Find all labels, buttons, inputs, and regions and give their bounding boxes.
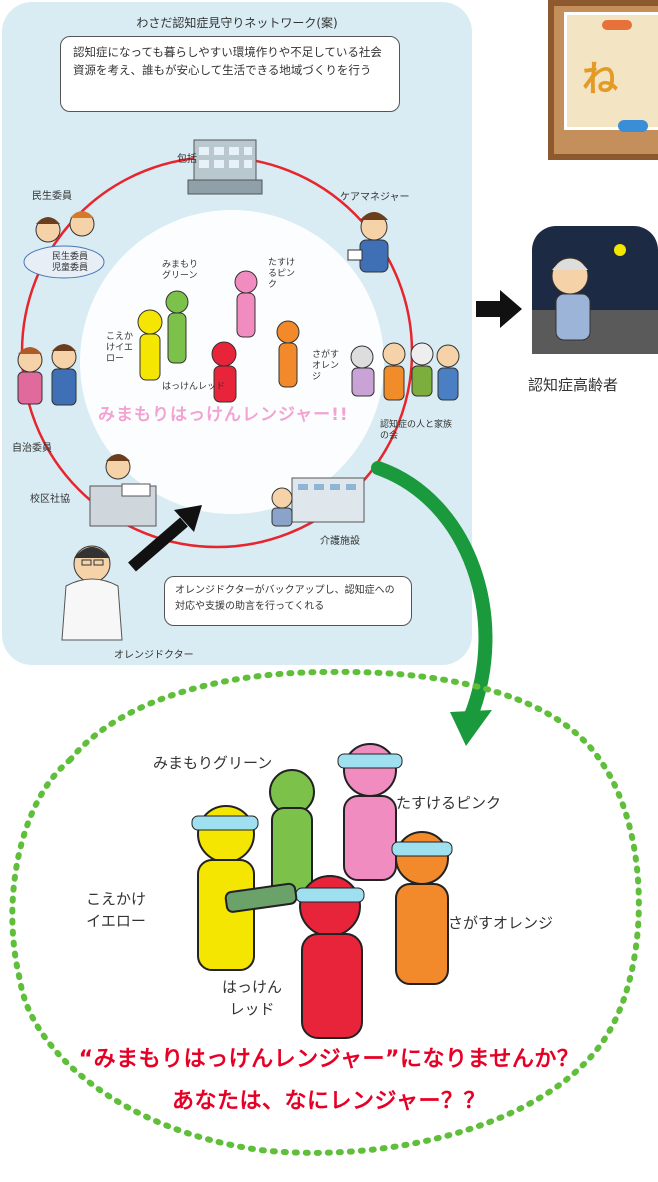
node-label-family: 認知症の人と家族の会 <box>380 420 453 441</box>
network-title: わさだ認知症見守りネットワーク(案) <box>136 16 338 30</box>
inner-label-orange: さがすオレンジ <box>312 350 340 382</box>
care-facility-icon <box>271 477 365 527</box>
ranger-label-yellow-line1: こえかけ <box>86 890 147 908</box>
elder-label: 認知症高齢者 <box>528 376 619 394</box>
ranger-mini-cluster <box>137 270 300 403</box>
node-label-self-gov: 自治委員 <box>12 443 52 454</box>
inner-label-red: はっけんレッド <box>162 382 226 392</box>
arrow-to-elder-icon <box>476 290 522 328</box>
node-label-welfare-sub1: 民生委員 <box>52 252 89 262</box>
sign-decoration <box>602 20 632 30</box>
ranger-label-yellow-line2: イエロー <box>86 912 146 930</box>
node-label-center: 包括 <box>177 154 197 165</box>
node-label-doctor: オレンジドクター <box>114 650 194 661</box>
network-diagram <box>17 139 460 641</box>
ranger-label-red: はっけん レッド <box>222 976 282 1020</box>
slogan-line1: “みまもりはっけんレンジャー”になりませんか？ <box>78 1047 580 1072</box>
mission-box: 認知症になっても暮らしやすい環境作りや不足している社会資源を考え、誰もが安心して… <box>60 36 400 112</box>
ranger-label-pink: たすけるピンク <box>396 794 502 812</box>
ranger-label-red-line1: はっけん <box>222 978 283 996</box>
support-arrow <box>128 505 202 572</box>
care-manager-icon <box>347 212 389 273</box>
network-panel: わさだ認知症見守りネットワーク(案) 認知症になっても暮らしやすい環境作りや不足… <box>2 2 472 665</box>
doctor-note-box: オレンジドクターがバックアップし、認知症への対応や支援の助言を行ってくれる <box>164 576 412 626</box>
ranger-label-red-line2: レッド <box>229 1000 275 1018</box>
sign-glyph: ね <box>582 59 619 100</box>
inner-label-green: みまもりグリーン <box>162 260 199 281</box>
doctor-icon <box>61 545 123 641</box>
rangers-banner: みまもりはっけんレンジャー!! <box>98 405 349 425</box>
self-government-icon <box>17 344 77 406</box>
sign-decoration <box>618 120 648 132</box>
school-council-icon <box>89 454 157 527</box>
node-label-school: 校区社協 <box>30 494 70 505</box>
inner-label-pink: たすけるピンク <box>268 258 296 290</box>
node-label-welfare: 民生委員 <box>32 191 72 202</box>
node-label-welfare-sub2: 児童委員 <box>52 263 89 273</box>
ranger-label-yellow: こえかけ イエロー <box>86 888 146 932</box>
ranger-label-orange: さがすオレンジ <box>448 914 554 932</box>
welfare-committee-icon <box>23 211 105 279</box>
node-label-care-manager: ケアマネジャー <box>340 192 410 203</box>
ranger-label-green: みまもりグリーン <box>153 754 273 772</box>
family-group-icon <box>350 342 460 401</box>
elderly-person-icon <box>532 226 658 354</box>
node-label-facility: 介護施設 <box>320 536 360 547</box>
inner-label-yellow: こえかけイエロー <box>106 332 134 364</box>
slogan-line2: あなたは、なにレンジャー？？ <box>172 1089 486 1114</box>
corner-sign: ね <box>548 0 658 160</box>
building-icon <box>187 139 263 195</box>
